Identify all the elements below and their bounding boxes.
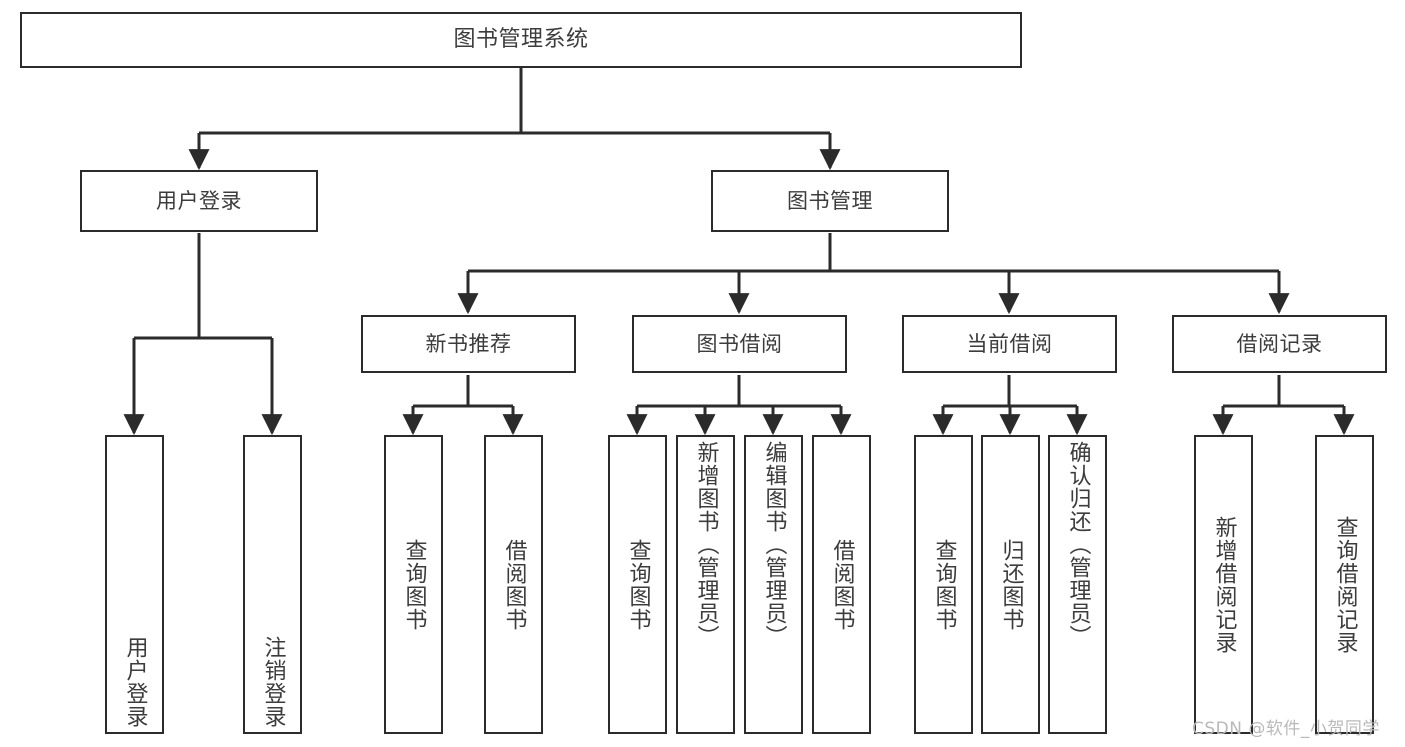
node-label: 新增借阅记录	[1211, 515, 1237, 654]
node-label: 借阅记录	[1236, 331, 1323, 356]
node-root-book-management-system[interactable]: 图书管理系统	[20, 12, 1022, 68]
watermark: CSDN @软件_小贺同学	[1192, 719, 1380, 739]
node-user-login[interactable]: 用户登录	[80, 170, 318, 232]
leaf-book-borrowing-query-books[interactable]: 查询图书	[608, 435, 667, 734]
leaf-current-borrowing-return-books[interactable]: 归还图书	[981, 435, 1040, 734]
node-label: 图书管理系统	[453, 27, 589, 53]
node-label: 当前借阅	[966, 331, 1053, 356]
node-label: 借阅图书	[501, 538, 527, 631]
node-label: 编辑图书（管理员）	[761, 441, 787, 648]
node-borrowing-records[interactable]: 借阅记录	[1172, 315, 1387, 373]
node-book-borrowing[interactable]: 图书借阅	[632, 315, 847, 373]
leaf-user-login-login[interactable]: 用户登录	[105, 435, 164, 734]
node-new-book-recommendation[interactable]: 新书推荐	[361, 315, 576, 373]
node-label: 确认归还（管理员）	[1065, 441, 1091, 648]
leaf-current-borrowing-confirm-return-admin[interactable]: 确认归还（管理员）	[1048, 435, 1107, 734]
node-label: 用户登录	[156, 188, 242, 213]
leaf-book-borrowing-add-book-admin[interactable]: 新增图书（管理员）	[676, 435, 735, 734]
node-label: 注销登录	[260, 636, 286, 728]
node-book-management[interactable]: 图书管理	[711, 170, 949, 232]
node-label: 查询借阅记录	[1332, 515, 1358, 654]
leaf-book-borrowing-borrow-books[interactable]: 借阅图书	[812, 435, 871, 734]
node-label: 图书管理	[787, 188, 873, 213]
leaf-borrowing-records-query-record[interactable]: 查询借阅记录	[1315, 435, 1374, 734]
leaf-book-borrowing-edit-book-admin[interactable]: 编辑图书（管理员）	[744, 435, 803, 734]
node-label: 新书推荐	[425, 331, 512, 356]
node-label: 查询图书	[401, 538, 427, 631]
node-label: 查询图书	[931, 538, 957, 631]
node-label: 归还图书	[998, 538, 1024, 631]
leaf-current-borrowing-query-books[interactable]: 查询图书	[914, 435, 973, 734]
node-label: 借阅图书	[829, 538, 855, 631]
node-label: 用户登录	[122, 636, 148, 728]
leaf-new-book-borrow-books[interactable]: 借阅图书	[484, 435, 543, 734]
node-label: 查询图书	[625, 538, 651, 631]
leaf-user-login-logout[interactable]: 注销登录	[243, 435, 302, 734]
leaf-borrowing-records-add-record[interactable]: 新增借阅记录	[1194, 435, 1253, 734]
node-label: 新增图书（管理员）	[693, 441, 719, 648]
node-current-borrowing[interactable]: 当前借阅	[902, 315, 1117, 373]
node-label: 图书借阅	[696, 331, 783, 356]
leaf-new-book-query-books[interactable]: 查询图书	[384, 435, 443, 734]
